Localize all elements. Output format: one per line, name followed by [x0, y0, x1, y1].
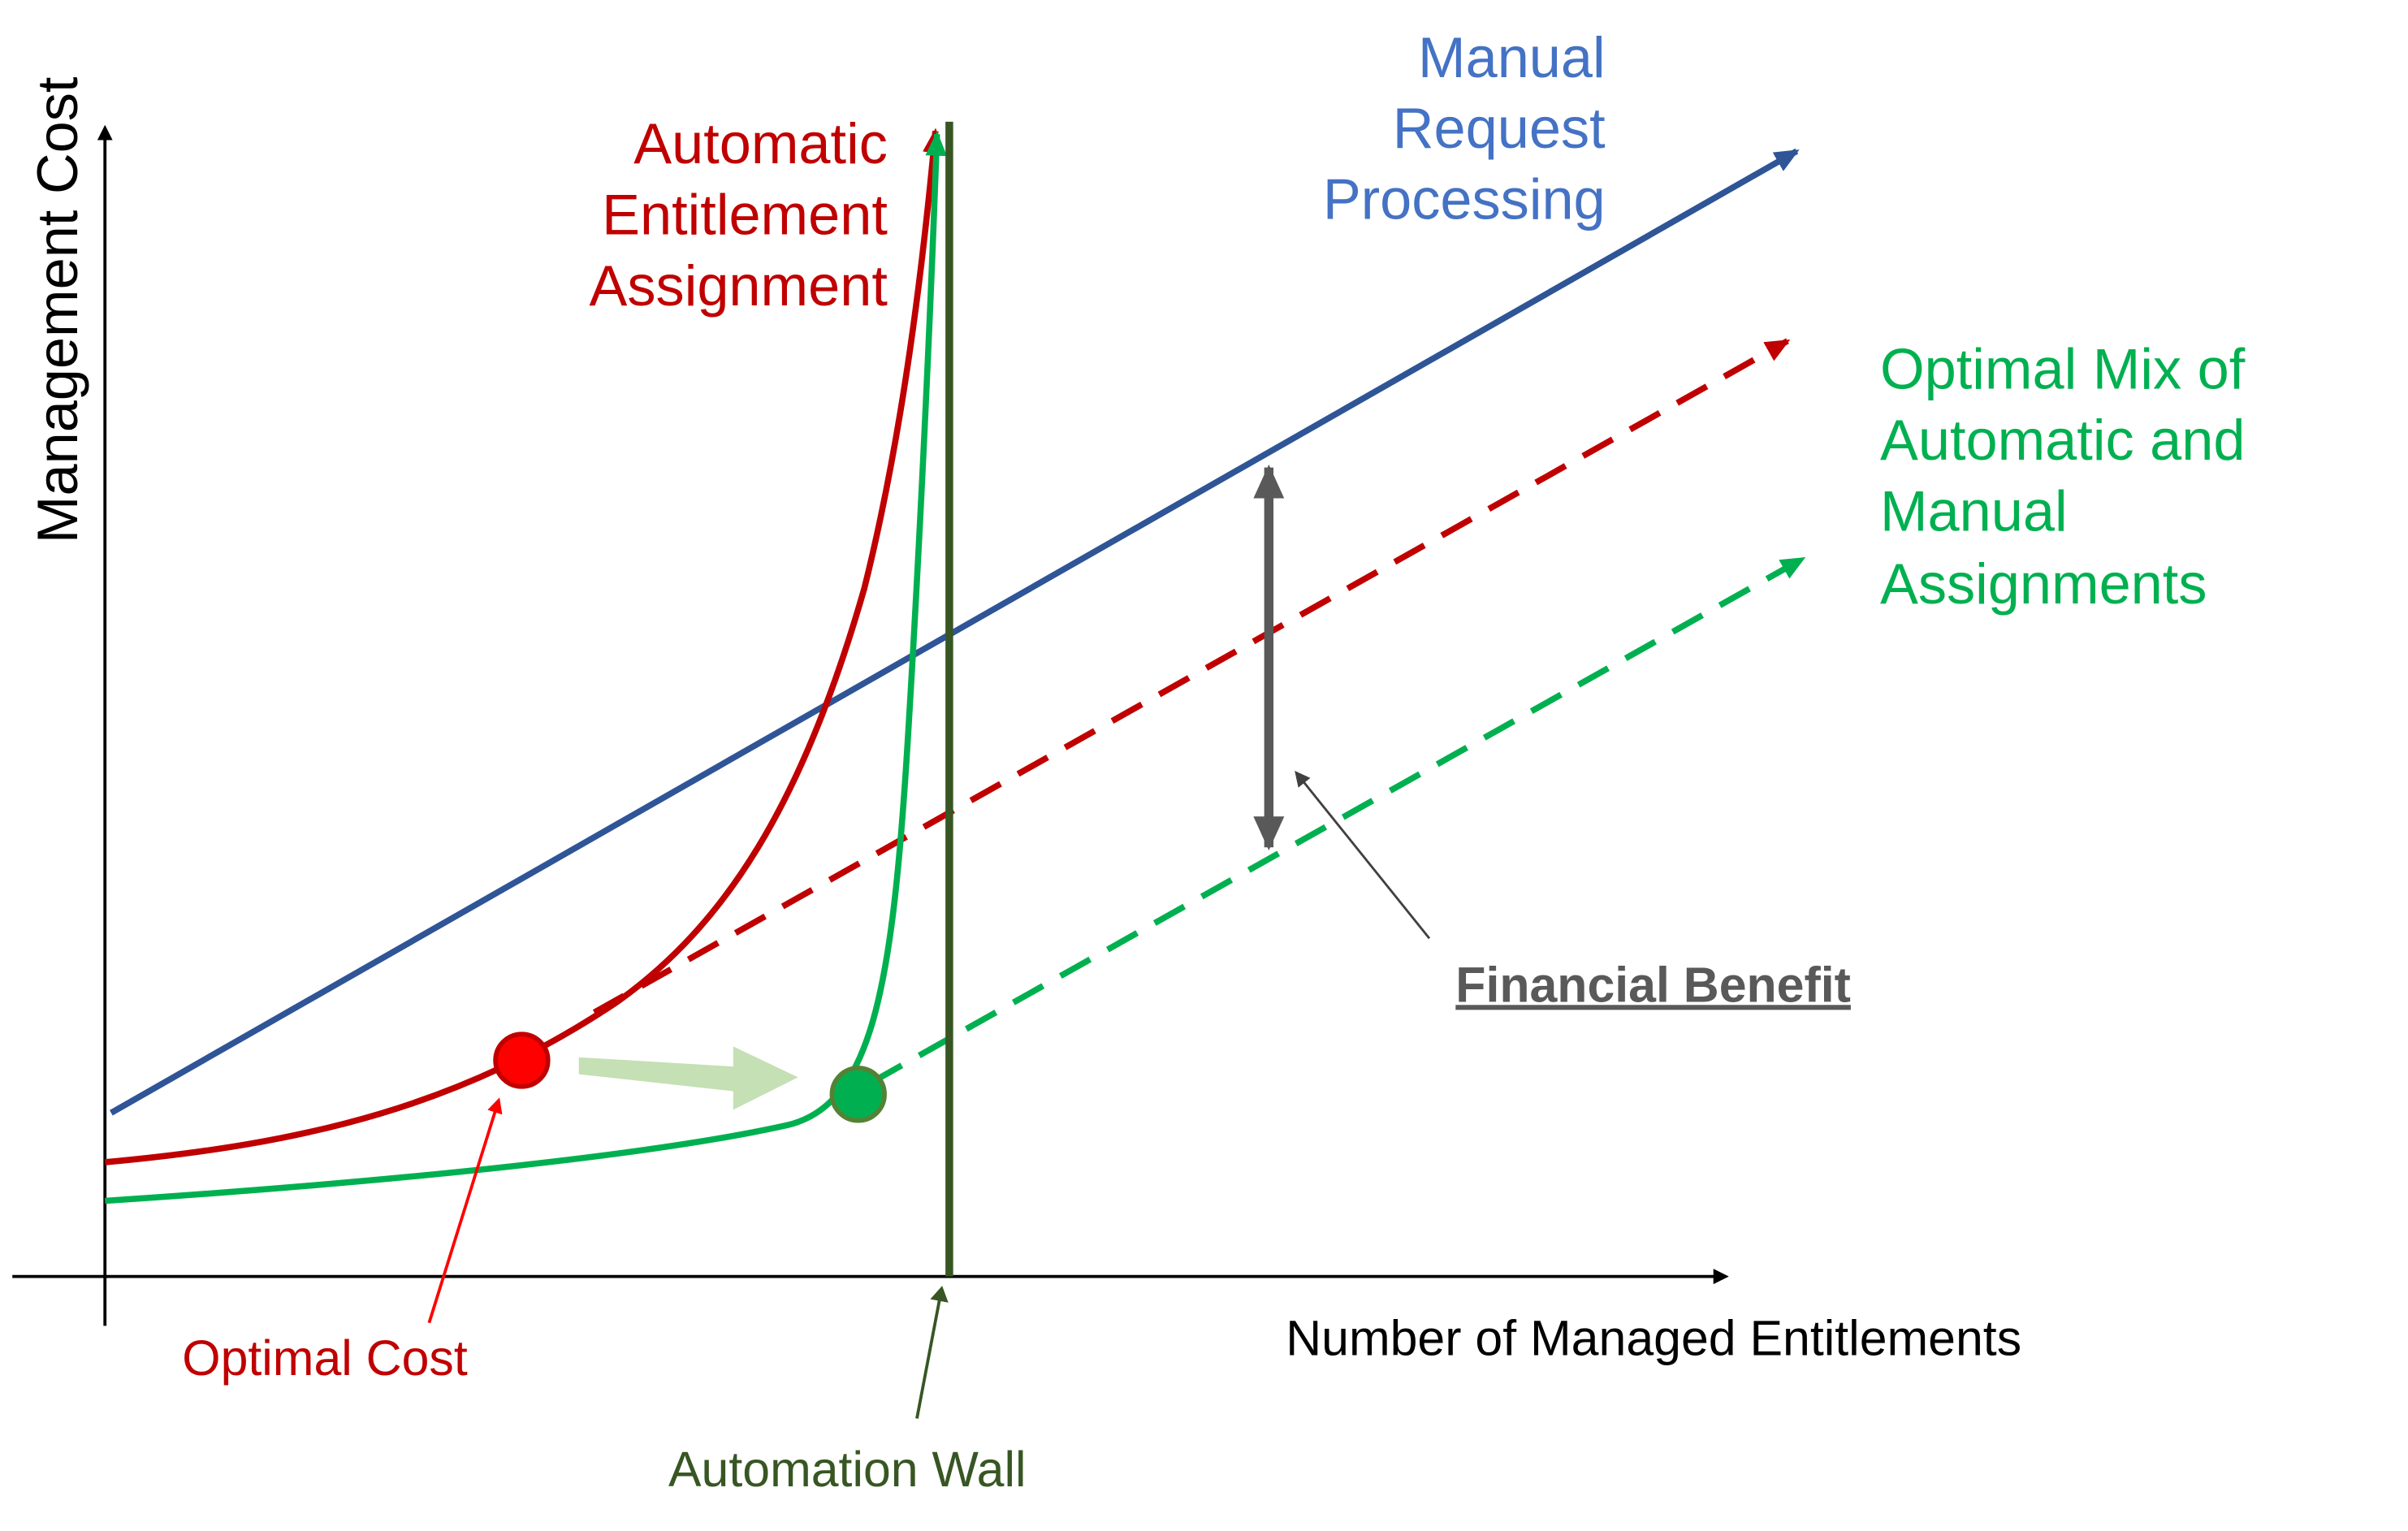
- optimal-mix-label-line: Automatic and: [1880, 408, 2245, 472]
- automation-wall-label: Automation Wall: [668, 1442, 1027, 1497]
- optimal-mix-label: Optimal Mix of Automatic and Manual Assi…: [1880, 337, 2246, 616]
- manual-label-line: Manual: [1418, 25, 1606, 89]
- automatic-label-line: Entitlement: [602, 183, 888, 247]
- y-axis-label: Management Cost: [25, 76, 89, 543]
- automation-wall-pointer: [915, 1286, 949, 1419]
- financial-benefit-pointer: [1295, 771, 1431, 940]
- optimal-mix-label-line: Assignments: [1880, 551, 2207, 616]
- financial-benefit-label: Financial Benefit: [1455, 957, 1851, 1012]
- mix-dashed-line: [870, 556, 1806, 1085]
- optimal-cost-pointer: [427, 1097, 503, 1324]
- automatic-label-line: Automatic: [633, 111, 888, 175]
- mix-curve: [104, 131, 948, 1204]
- manual-line: [109, 148, 1800, 1116]
- shift-arrow: [578, 1046, 798, 1110]
- automatic-curve: [104, 128, 945, 1166]
- optimal-mix-label-line: Optimal Mix of: [1880, 337, 2246, 401]
- manual-label-line: Request: [1393, 96, 1606, 160]
- optimal-mix-point: [829, 1066, 887, 1123]
- automatic-dashed-line: [592, 338, 1791, 1015]
- manual-label: Manual Request Processing: [1323, 25, 1606, 231]
- optimal-cost-label: Optimal Cost: [182, 1330, 468, 1386]
- optimal-mix-label-line: Manual: [1880, 479, 2068, 543]
- automatic-label-line: Assignment: [590, 253, 888, 318]
- automatic-label: Automatic Entitlement Assignment: [590, 111, 888, 318]
- x-axis-label: Number of Managed Entitlements: [1286, 1311, 2021, 1366]
- manual-label-line: Processing: [1323, 167, 1606, 231]
- optimal-cost-point: [493, 1031, 551, 1089]
